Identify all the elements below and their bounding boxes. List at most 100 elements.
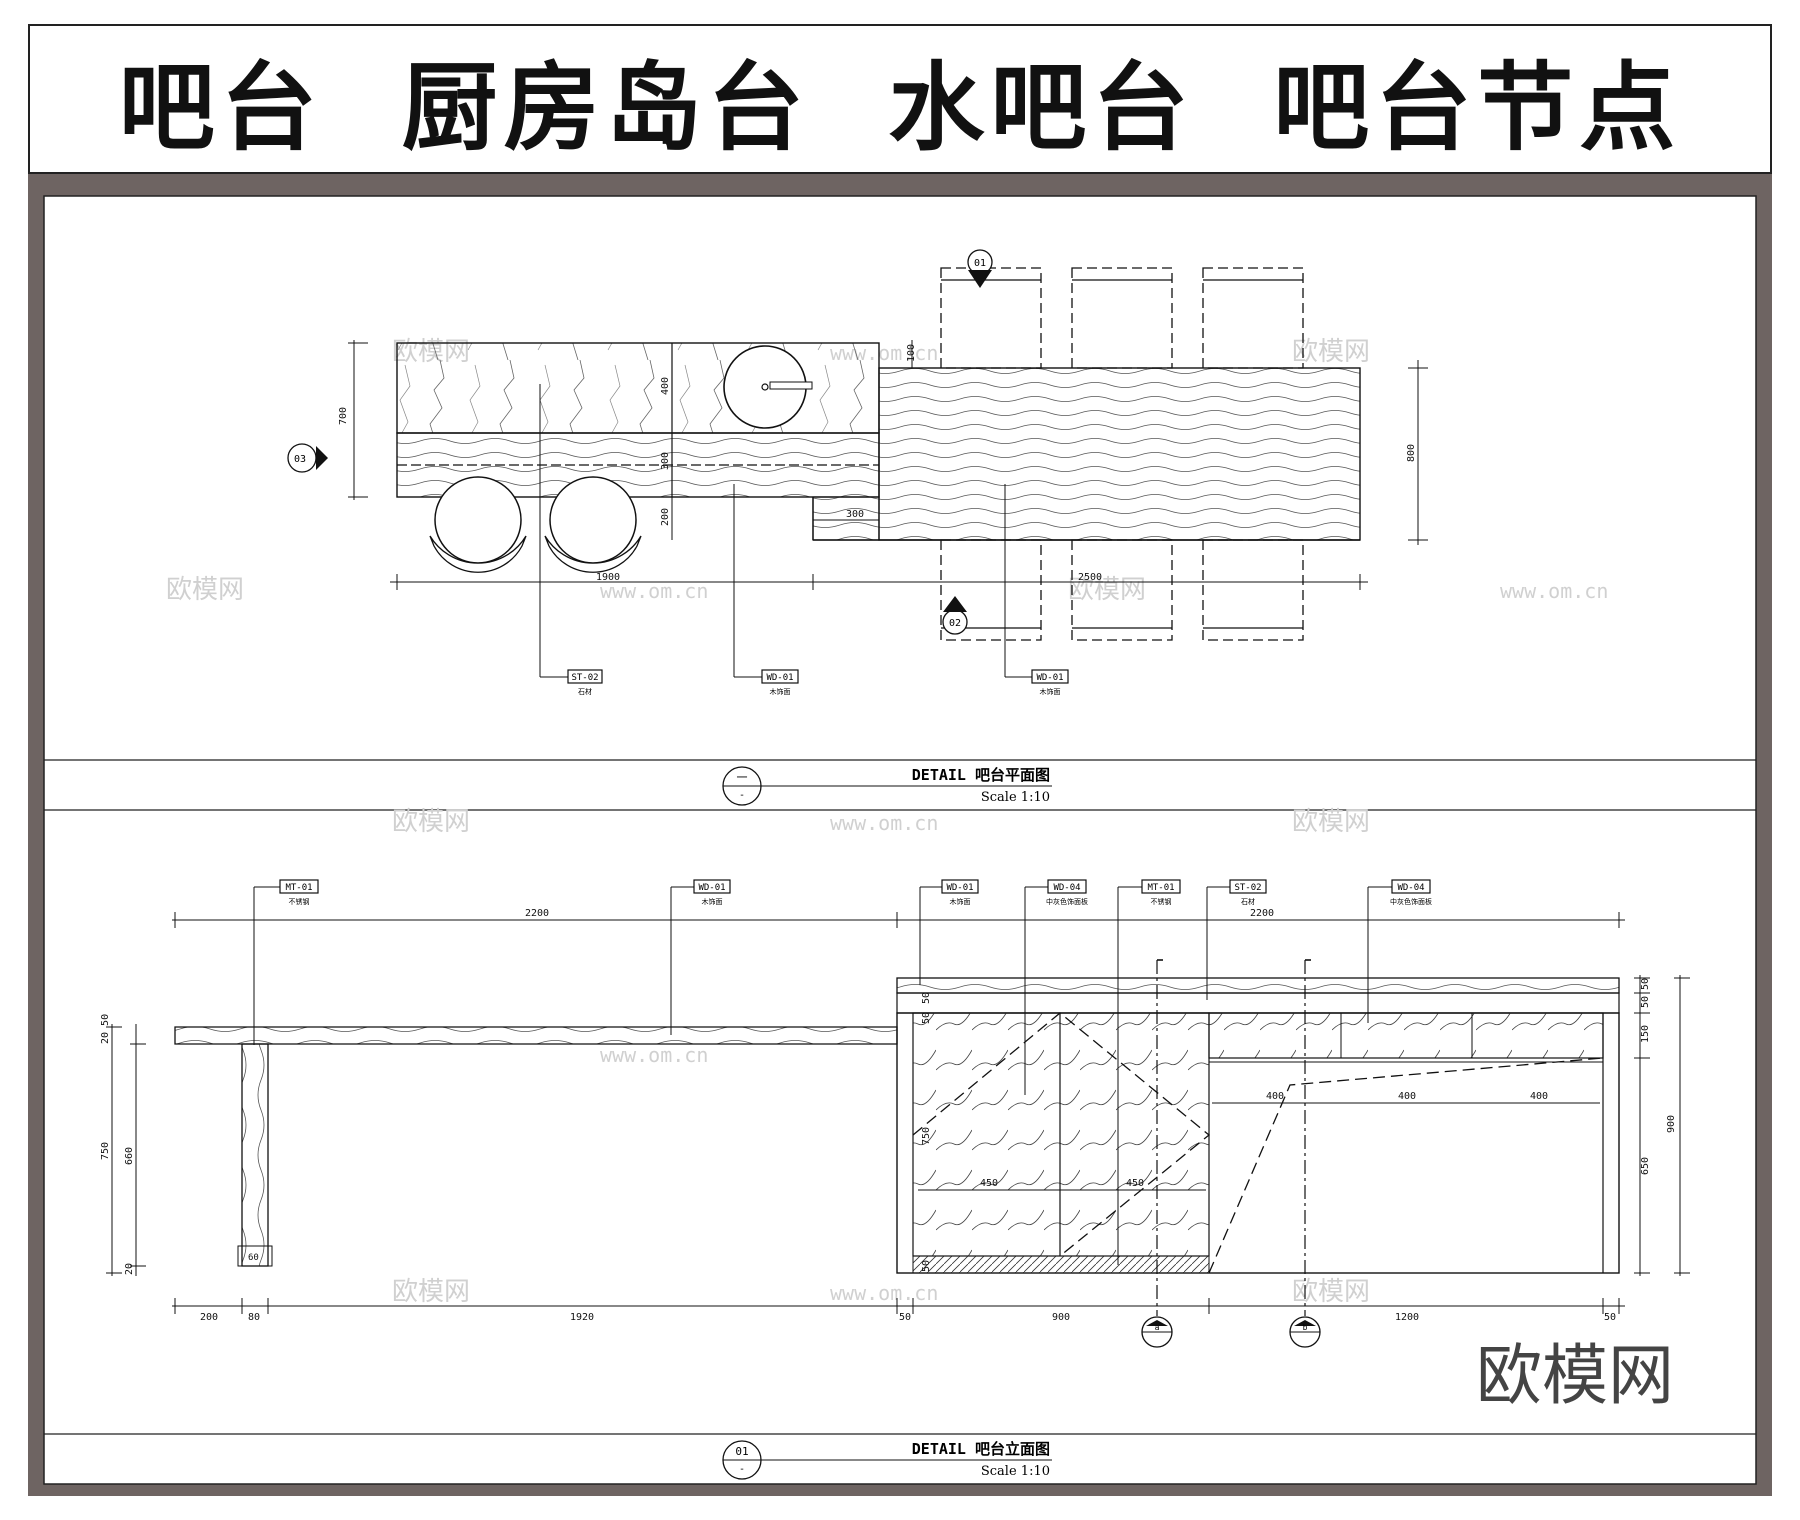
svg-text:WD-04: WD-04 bbox=[1397, 883, 1424, 893]
svg-text:20 50: 20 50 bbox=[100, 1014, 111, 1044]
svg-text:2500: 2500 bbox=[1078, 572, 1102, 583]
material-tag-mt-01: MT-01 不锈钢 bbox=[1141, 879, 1181, 906]
svg-text:WD-01: WD-01 bbox=[946, 883, 973, 893]
dining-chairs bbox=[940, 267, 1304, 641]
svg-text:2200: 2200 bbox=[525, 908, 549, 919]
material-tag-mt-01: MT-01 不锈钢 bbox=[279, 879, 319, 906]
svg-text:01: 01 bbox=[735, 1445, 748, 1458]
svg-text:450: 450 bbox=[980, 1178, 998, 1189]
svg-text:03: 03 bbox=[294, 454, 306, 465]
svg-text:50: 50 bbox=[921, 1260, 932, 1272]
svg-text:1200: 1200 bbox=[1395, 1312, 1419, 1323]
svg-text:b: b bbox=[1303, 1323, 1308, 1332]
svg-text:300: 300 bbox=[846, 509, 864, 520]
svg-text:900: 900 bbox=[1052, 1312, 1070, 1323]
elev-title: DETAIL 吧台立面图 bbox=[912, 1440, 1050, 1458]
section-marker-a: a bbox=[1141, 1316, 1173, 1348]
plan-leaders bbox=[539, 384, 1032, 678]
svg-text:www.om.cn: www.om.cn bbox=[830, 1281, 938, 1305]
svg-text:900: 900 bbox=[1666, 1115, 1677, 1133]
material-tag-st-02: ST-02 石材 bbox=[567, 669, 603, 696]
svg-text:20: 20 bbox=[124, 1263, 135, 1275]
svg-text:200: 200 bbox=[200, 1312, 218, 1323]
svg-text:欧模网: 欧模网 bbox=[1292, 807, 1370, 837]
svg-text:100: 100 bbox=[906, 344, 917, 362]
elevation-view: a b bbox=[100, 879, 1690, 1480]
svg-text:一: 一 bbox=[737, 771, 748, 784]
elev-title-block: 01 - DETAIL 吧台立面图 Scale 1:10 bbox=[722, 1440, 1052, 1480]
callout-01: 01 bbox=[967, 249, 993, 288]
svg-text:中灰色饰面板: 中灰色饰面板 bbox=[1046, 897, 1088, 906]
svg-text:150: 150 bbox=[1640, 1025, 1651, 1043]
svg-text:50: 50 bbox=[921, 1012, 932, 1024]
svg-text:www.om.cn: www.om.cn bbox=[830, 811, 938, 835]
svg-text:750: 750 bbox=[921, 1127, 932, 1145]
material-tag-wd-04: WD-04 中灰色饰面板 bbox=[1390, 879, 1432, 906]
svg-text:-: - bbox=[739, 790, 745, 801]
svg-text:400: 400 bbox=[1530, 1091, 1548, 1102]
svg-text:2200: 2200 bbox=[1250, 908, 1274, 919]
svg-text:不锈钢: 不锈钢 bbox=[1151, 897, 1172, 906]
elev-kickplate bbox=[912, 1255, 1210, 1274]
svg-text:欧模网: 欧模网 bbox=[1292, 337, 1370, 367]
svg-text:欧模网: 欧模网 bbox=[1068, 575, 1146, 605]
svg-text:石材: 石材 bbox=[1241, 897, 1255, 906]
svg-text:石材: 石材 bbox=[578, 687, 592, 696]
svg-text:700: 700 bbox=[338, 407, 349, 425]
svg-text:50: 50 bbox=[899, 1312, 911, 1323]
svg-text:-: - bbox=[739, 1464, 745, 1475]
svg-text:02: 02 bbox=[949, 618, 961, 629]
elev-support-leg bbox=[241, 1043, 269, 1267]
elev-dimension-lines bbox=[106, 912, 1690, 1314]
elev-cabinet-top bbox=[896, 977, 1620, 994]
svg-text:800: 800 bbox=[1406, 444, 1417, 462]
svg-text:www.om.cn: www.om.cn bbox=[600, 1043, 708, 1067]
material-tag-wd-01: WD-01 木饰面 bbox=[761, 669, 799, 696]
svg-text:1900: 1900 bbox=[596, 572, 620, 583]
svg-text:欧模网: 欧模网 bbox=[1292, 1277, 1370, 1307]
plan-dim-labels: 700 400 300 200 100 800 300 1900 2500 bbox=[338, 344, 1417, 583]
svg-text:01: 01 bbox=[974, 258, 986, 269]
svg-text:750: 750 bbox=[100, 1142, 111, 1160]
section-marker-b: b bbox=[1289, 1316, 1321, 1348]
svg-text:50: 50 bbox=[1640, 978, 1651, 990]
material-tag-wd-04: WD-04 中灰色饰面板 bbox=[1046, 879, 1088, 906]
svg-text:www.om.cn: www.om.cn bbox=[1500, 579, 1608, 603]
svg-text:1920: 1920 bbox=[570, 1312, 594, 1323]
watermarks: 欧模网 欧模网 欧模网 欧模网 欧模网 欧模网 欧模网 欧模网 www.om.c… bbox=[166, 337, 1608, 1307]
svg-text:木饰面: 木饰面 bbox=[950, 897, 971, 906]
svg-text:50: 50 bbox=[1640, 996, 1651, 1008]
svg-text:欧模网: 欧模网 bbox=[392, 1277, 470, 1307]
svg-text:木饰面: 木饰面 bbox=[770, 687, 791, 696]
elev-dimension-labels: 2200 2200 200 80 1920 50 900 1200 50 20 … bbox=[100, 908, 1677, 1323]
plan-tags: ST-02 石材 WD-01 木饰面 WD-01 木饰面 bbox=[567, 669, 1069, 696]
callout-02: 02 bbox=[942, 596, 968, 635]
svg-text:300: 300 bbox=[660, 452, 671, 470]
svg-text:不锈钢: 不锈钢 bbox=[289, 897, 310, 906]
svg-text:ST-02: ST-02 bbox=[1234, 883, 1261, 893]
svg-text:中灰色饰面板: 中灰色饰面板 bbox=[1390, 897, 1432, 906]
elev-tags: MT-01 不锈钢 WD-01 木饰面 WD-01 木饰面 WD-04 中灰色饰… bbox=[279, 879, 1432, 906]
material-tag-wd-01: WD-01 木饰面 bbox=[693, 879, 731, 906]
svg-text:WD-04: WD-04 bbox=[1053, 883, 1080, 893]
material-tag-st-02: ST-02 石材 bbox=[1229, 879, 1267, 906]
bar-stool bbox=[544, 476, 642, 573]
svg-text:660: 660 bbox=[124, 1147, 135, 1165]
svg-text:a: a bbox=[1155, 1323, 1160, 1332]
svg-text:MT-01: MT-01 bbox=[1147, 883, 1174, 893]
svg-text:www.om.cn: www.om.cn bbox=[600, 579, 708, 603]
svg-text:欧模网: 欧模网 bbox=[392, 807, 470, 837]
svg-text:欧模网: 欧模网 bbox=[166, 575, 244, 605]
svg-text:450: 450 bbox=[1126, 1178, 1144, 1189]
title-banner: 吧台 厨房岛台 水吧台 吧台节点 bbox=[28, 24, 1772, 174]
elev-countertop bbox=[174, 1026, 898, 1045]
svg-text:400: 400 bbox=[660, 377, 671, 395]
svg-text:WD-01: WD-01 bbox=[766, 673, 793, 683]
svg-text:200: 200 bbox=[660, 508, 671, 526]
bar-stool bbox=[429, 476, 527, 573]
plan-dimensions bbox=[348, 340, 1428, 590]
svg-text:400: 400 bbox=[1398, 1091, 1416, 1102]
svg-text:80: 80 bbox=[248, 1312, 260, 1323]
